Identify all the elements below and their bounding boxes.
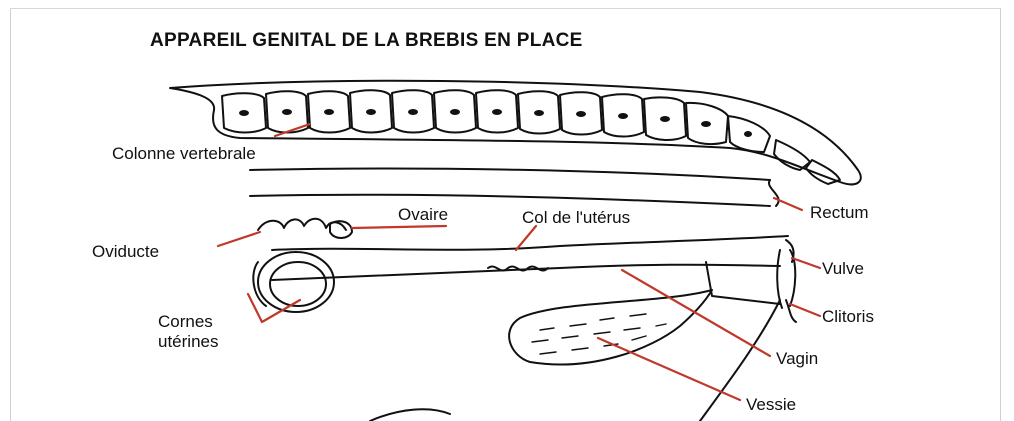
uterus-upper-line bbox=[272, 236, 788, 250]
uterine-horn-inner bbox=[270, 262, 326, 306]
label-rectum: Rectum bbox=[810, 203, 869, 223]
label-oviducte: Oviducte bbox=[92, 242, 159, 262]
uterus-lower-line bbox=[272, 265, 780, 280]
leader-vessie bbox=[598, 338, 740, 400]
rectum-lower-line bbox=[250, 195, 770, 206]
leader-vagin bbox=[622, 270, 770, 356]
bladder-texture bbox=[532, 314, 666, 354]
label-cornes-line2: utérines bbox=[158, 332, 218, 352]
label-ovaire: Ovaire bbox=[398, 205, 448, 225]
label-clitoris: Clitoris bbox=[822, 307, 874, 327]
label-vagin: Vagin bbox=[776, 349, 818, 369]
belly-curve bbox=[370, 409, 450, 421]
label-col-uterus: Col de l'utérus bbox=[522, 208, 630, 228]
label-vessie: Vessie bbox=[746, 395, 796, 415]
leader-clitoris bbox=[790, 304, 820, 316]
leader-col bbox=[516, 226, 536, 250]
oviduct-coil bbox=[258, 219, 346, 230]
rectum-upper-line bbox=[250, 168, 770, 180]
label-colonne-vertebrale: Colonne vertebrale bbox=[112, 144, 256, 164]
leader-lines bbox=[218, 124, 820, 400]
leader-oviducte bbox=[218, 232, 260, 246]
leader-vulve bbox=[792, 258, 820, 268]
label-cornes-line1: Cornes bbox=[158, 312, 213, 332]
leader-ovaire bbox=[352, 226, 446, 228]
leader-cornes bbox=[248, 294, 300, 322]
rectum-end bbox=[769, 180, 779, 206]
bladder-outline bbox=[509, 290, 712, 364]
label-vulve: Vulve bbox=[822, 259, 864, 279]
vagina-end bbox=[706, 262, 780, 304]
